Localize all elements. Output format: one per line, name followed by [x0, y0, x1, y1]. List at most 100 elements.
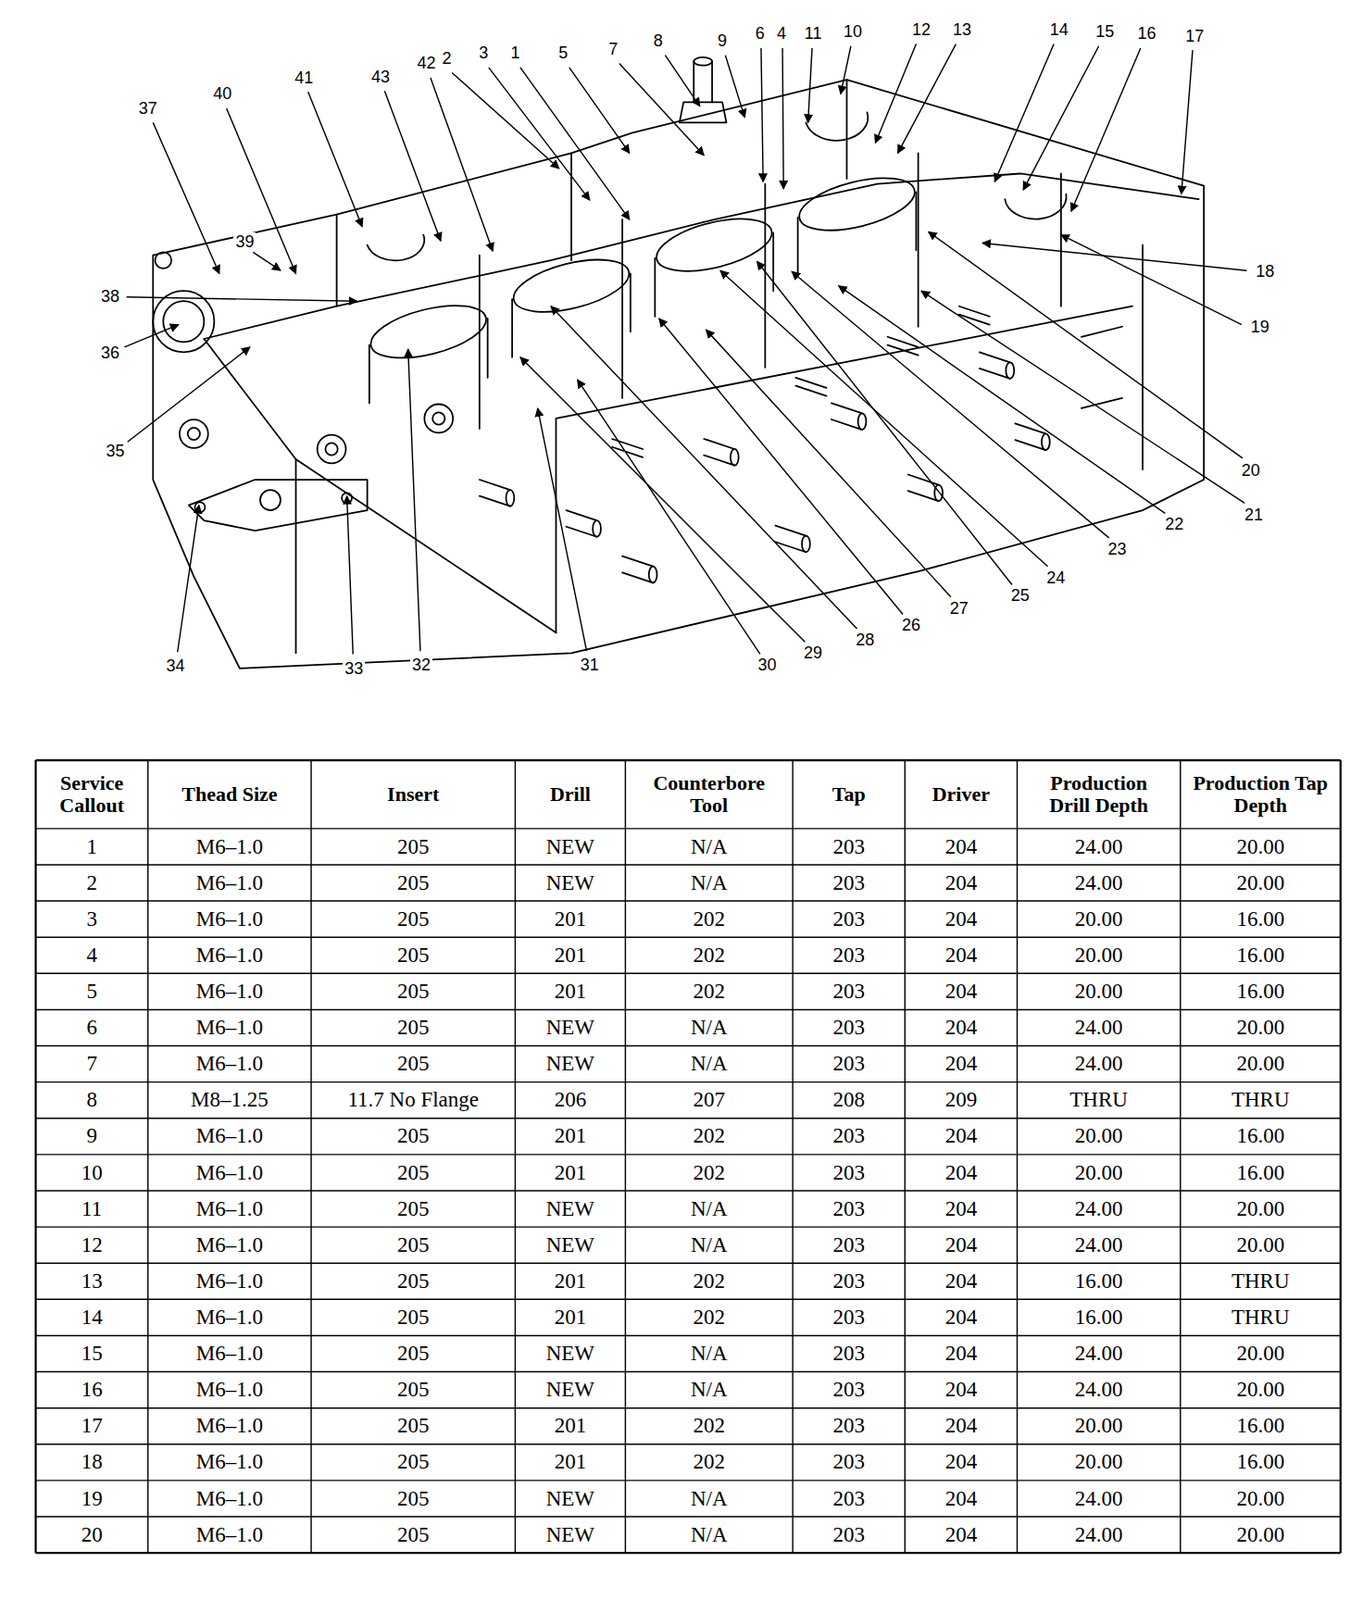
table-cell: 16.00: [1180, 973, 1341, 1010]
table-header-cell: Drill: [514, 760, 626, 829]
table-cell: 11.7 No Flange: [311, 1081, 515, 1118]
table-rule: [36, 1262, 1341, 1263]
table-rule: [36, 759, 1341, 762]
table-cell: 202: [625, 1262, 793, 1300]
table-cell: 204: [904, 973, 1017, 1010]
table-rule: [36, 1117, 1341, 1119]
table-cell: 203: [792, 1154, 905, 1191]
table-cell: M6–1.0: [148, 937, 312, 974]
callout-number: 3: [476, 43, 490, 63]
table-cell: 4: [36, 937, 149, 974]
table-cell: 16.00: [1016, 1262, 1180, 1300]
table-cell: 16.00: [1180, 900, 1341, 938]
table-cell: 2: [36, 864, 149, 901]
table-cell: N/A: [625, 1516, 793, 1553]
table-rule: [36, 1515, 1341, 1517]
callout-number: 16: [1135, 24, 1158, 43]
table-cell: 201: [514, 1154, 626, 1191]
table-cell: 202: [625, 900, 793, 938]
table-cell: 205: [311, 1045, 515, 1082]
table-cell: 20.00: [1180, 1335, 1341, 1372]
table-cell: 201: [514, 1262, 626, 1300]
table-cell: M6–1.0: [148, 1335, 312, 1372]
table-cell: 204: [904, 1226, 1017, 1263]
table-cell: M6–1.0: [148, 1045, 312, 1082]
table-cell: 17: [36, 1407, 149, 1444]
callout-number: 6: [753, 24, 767, 43]
table-cell: 208: [792, 1081, 905, 1118]
table-cell: 16.00: [1180, 1444, 1341, 1481]
table-cell: 20.00: [1180, 1480, 1341, 1517]
callout-number: 13: [950, 20, 974, 39]
table-cell: 16.00: [1180, 1154, 1341, 1191]
table-cell: 19: [36, 1480, 149, 1517]
table-cell: 205: [311, 1444, 515, 1481]
table-cell: 205: [311, 864, 515, 901]
callout-number: 30: [756, 655, 779, 675]
table-header-cell: Driver: [904, 760, 1017, 829]
callout-number: 1: [508, 43, 522, 63]
table-cell: N/A: [625, 1371, 793, 1408]
table-cell: 201: [514, 1118, 626, 1155]
table-cell: 20.00: [1016, 973, 1180, 1010]
table-rule: [36, 1479, 1341, 1481]
callout-number: 29: [801, 643, 825, 663]
table-cell: THRU: [1180, 1299, 1341, 1336]
callout-number: 41: [292, 68, 315, 88]
callout-number: 19: [1249, 317, 1272, 337]
table-rule: [36, 1551, 1341, 1554]
table-cell: 20.00: [1016, 1154, 1180, 1191]
table-cell: 204: [904, 900, 1017, 938]
table-rule: [1339, 760, 1342, 1553]
callout-number: 35: [103, 441, 126, 461]
table-cell: 205: [311, 1407, 515, 1444]
callout-number: 28: [853, 630, 876, 650]
table-cell: M6–1.0: [148, 1444, 312, 1481]
table-rule: [1016, 760, 1018, 1553]
table-cell: 205: [311, 1480, 515, 1517]
table-cell: 6: [36, 1009, 149, 1046]
table-cell: M6–1.0: [148, 1371, 312, 1408]
table-cell: 16.00: [1180, 1118, 1341, 1155]
callout-number: 11: [802, 24, 825, 43]
table-rule: [36, 900, 1341, 901]
table-cell: 204: [904, 1516, 1017, 1553]
callout-number: 37: [137, 99, 160, 118]
table-cell: N/A: [625, 1480, 793, 1517]
table-cell: 203: [792, 1045, 905, 1082]
table-cell: 205: [311, 900, 515, 938]
table-cell: 3: [36, 900, 149, 938]
table-cell: 205: [311, 1335, 515, 1372]
table-rule: [36, 973, 1341, 975]
table-rule: [904, 760, 906, 1553]
callout-number: 4: [775, 24, 788, 43]
table-cell: 8: [36, 1081, 149, 1118]
table-cell: 204: [904, 1045, 1017, 1082]
table-header-cell: Production Tap Depth: [1180, 760, 1341, 829]
table-cell: 203: [792, 828, 905, 865]
callout-number: 18: [1253, 262, 1276, 281]
table-cell: 20.00: [1180, 828, 1341, 865]
table-rule: [791, 760, 793, 1553]
table-cell: 204: [904, 1480, 1017, 1517]
table-cell: 20.00: [1016, 1118, 1180, 1155]
table-cell: 205: [311, 828, 515, 865]
table-cell: N/A: [625, 1226, 793, 1263]
table-cell: 20.00: [1180, 1009, 1341, 1046]
table-cell: 20.00: [1180, 1045, 1341, 1082]
table-cell: M6–1.0: [148, 1262, 312, 1300]
table-cell: 206: [514, 1081, 626, 1118]
table-cell: 204: [904, 864, 1017, 901]
table-cell: M6–1.0: [148, 973, 312, 1010]
table-cell: NEW: [514, 1480, 626, 1517]
table-header-cell: Tap: [792, 760, 905, 829]
table-cell: 204: [904, 828, 1017, 865]
table-rule: [36, 863, 1341, 865]
table-cell: 203: [792, 900, 905, 938]
table-header-cell: Thead Size: [148, 760, 312, 829]
table-cell: 24.00: [1016, 1335, 1180, 1372]
table-rule: [36, 1081, 1341, 1083]
table-cell: 203: [792, 973, 905, 1010]
table-cell: 24.00: [1016, 1009, 1180, 1046]
table-cell: N/A: [625, 1045, 793, 1082]
